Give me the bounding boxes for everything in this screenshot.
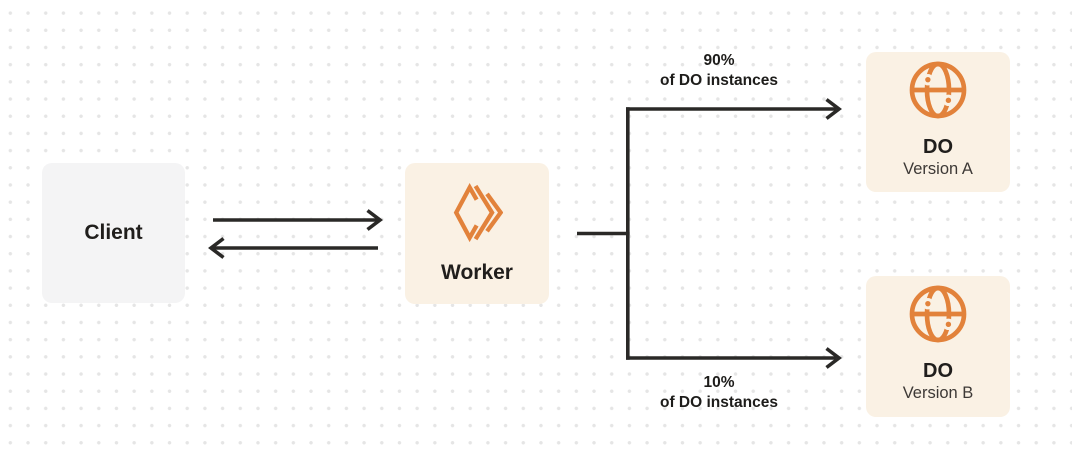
do-b-subtitle: Version B [902,384,974,402]
client-to-worker-arrow [213,209,383,231]
cloudflare-workers-icon [453,183,503,243]
bottom-branch-caption: of DO instances [660,394,778,411]
do-b-title: DO [923,360,953,382]
branch-arrow-bottom [626,347,842,369]
top-branch-percent: 90% [703,52,735,69]
branch-arrow-top [626,98,842,120]
worker-to-client-arrow [208,237,378,259]
branch-connector [577,107,630,360]
worker-node: Worker [405,163,549,304]
do-a-subtitle: Version A [903,160,973,178]
top-branch-caption: of DO instances [660,72,778,89]
do-version-a-node: DO Version A [866,52,1010,192]
durable-object-globe-icon [909,285,967,343]
bottom-branch-label: 10% of DO instances [609,373,829,413]
durable-object-globe-icon [909,61,967,119]
do-version-b-node: DO Version B [866,276,1010,417]
client-node: Client [42,163,185,303]
top-branch-label: 90% of DO instances [609,51,829,91]
worker-label: Worker [441,261,513,284]
bottom-branch-percent: 10% [703,374,735,391]
do-a-title: DO [923,136,953,158]
client-label: Client [84,221,143,244]
